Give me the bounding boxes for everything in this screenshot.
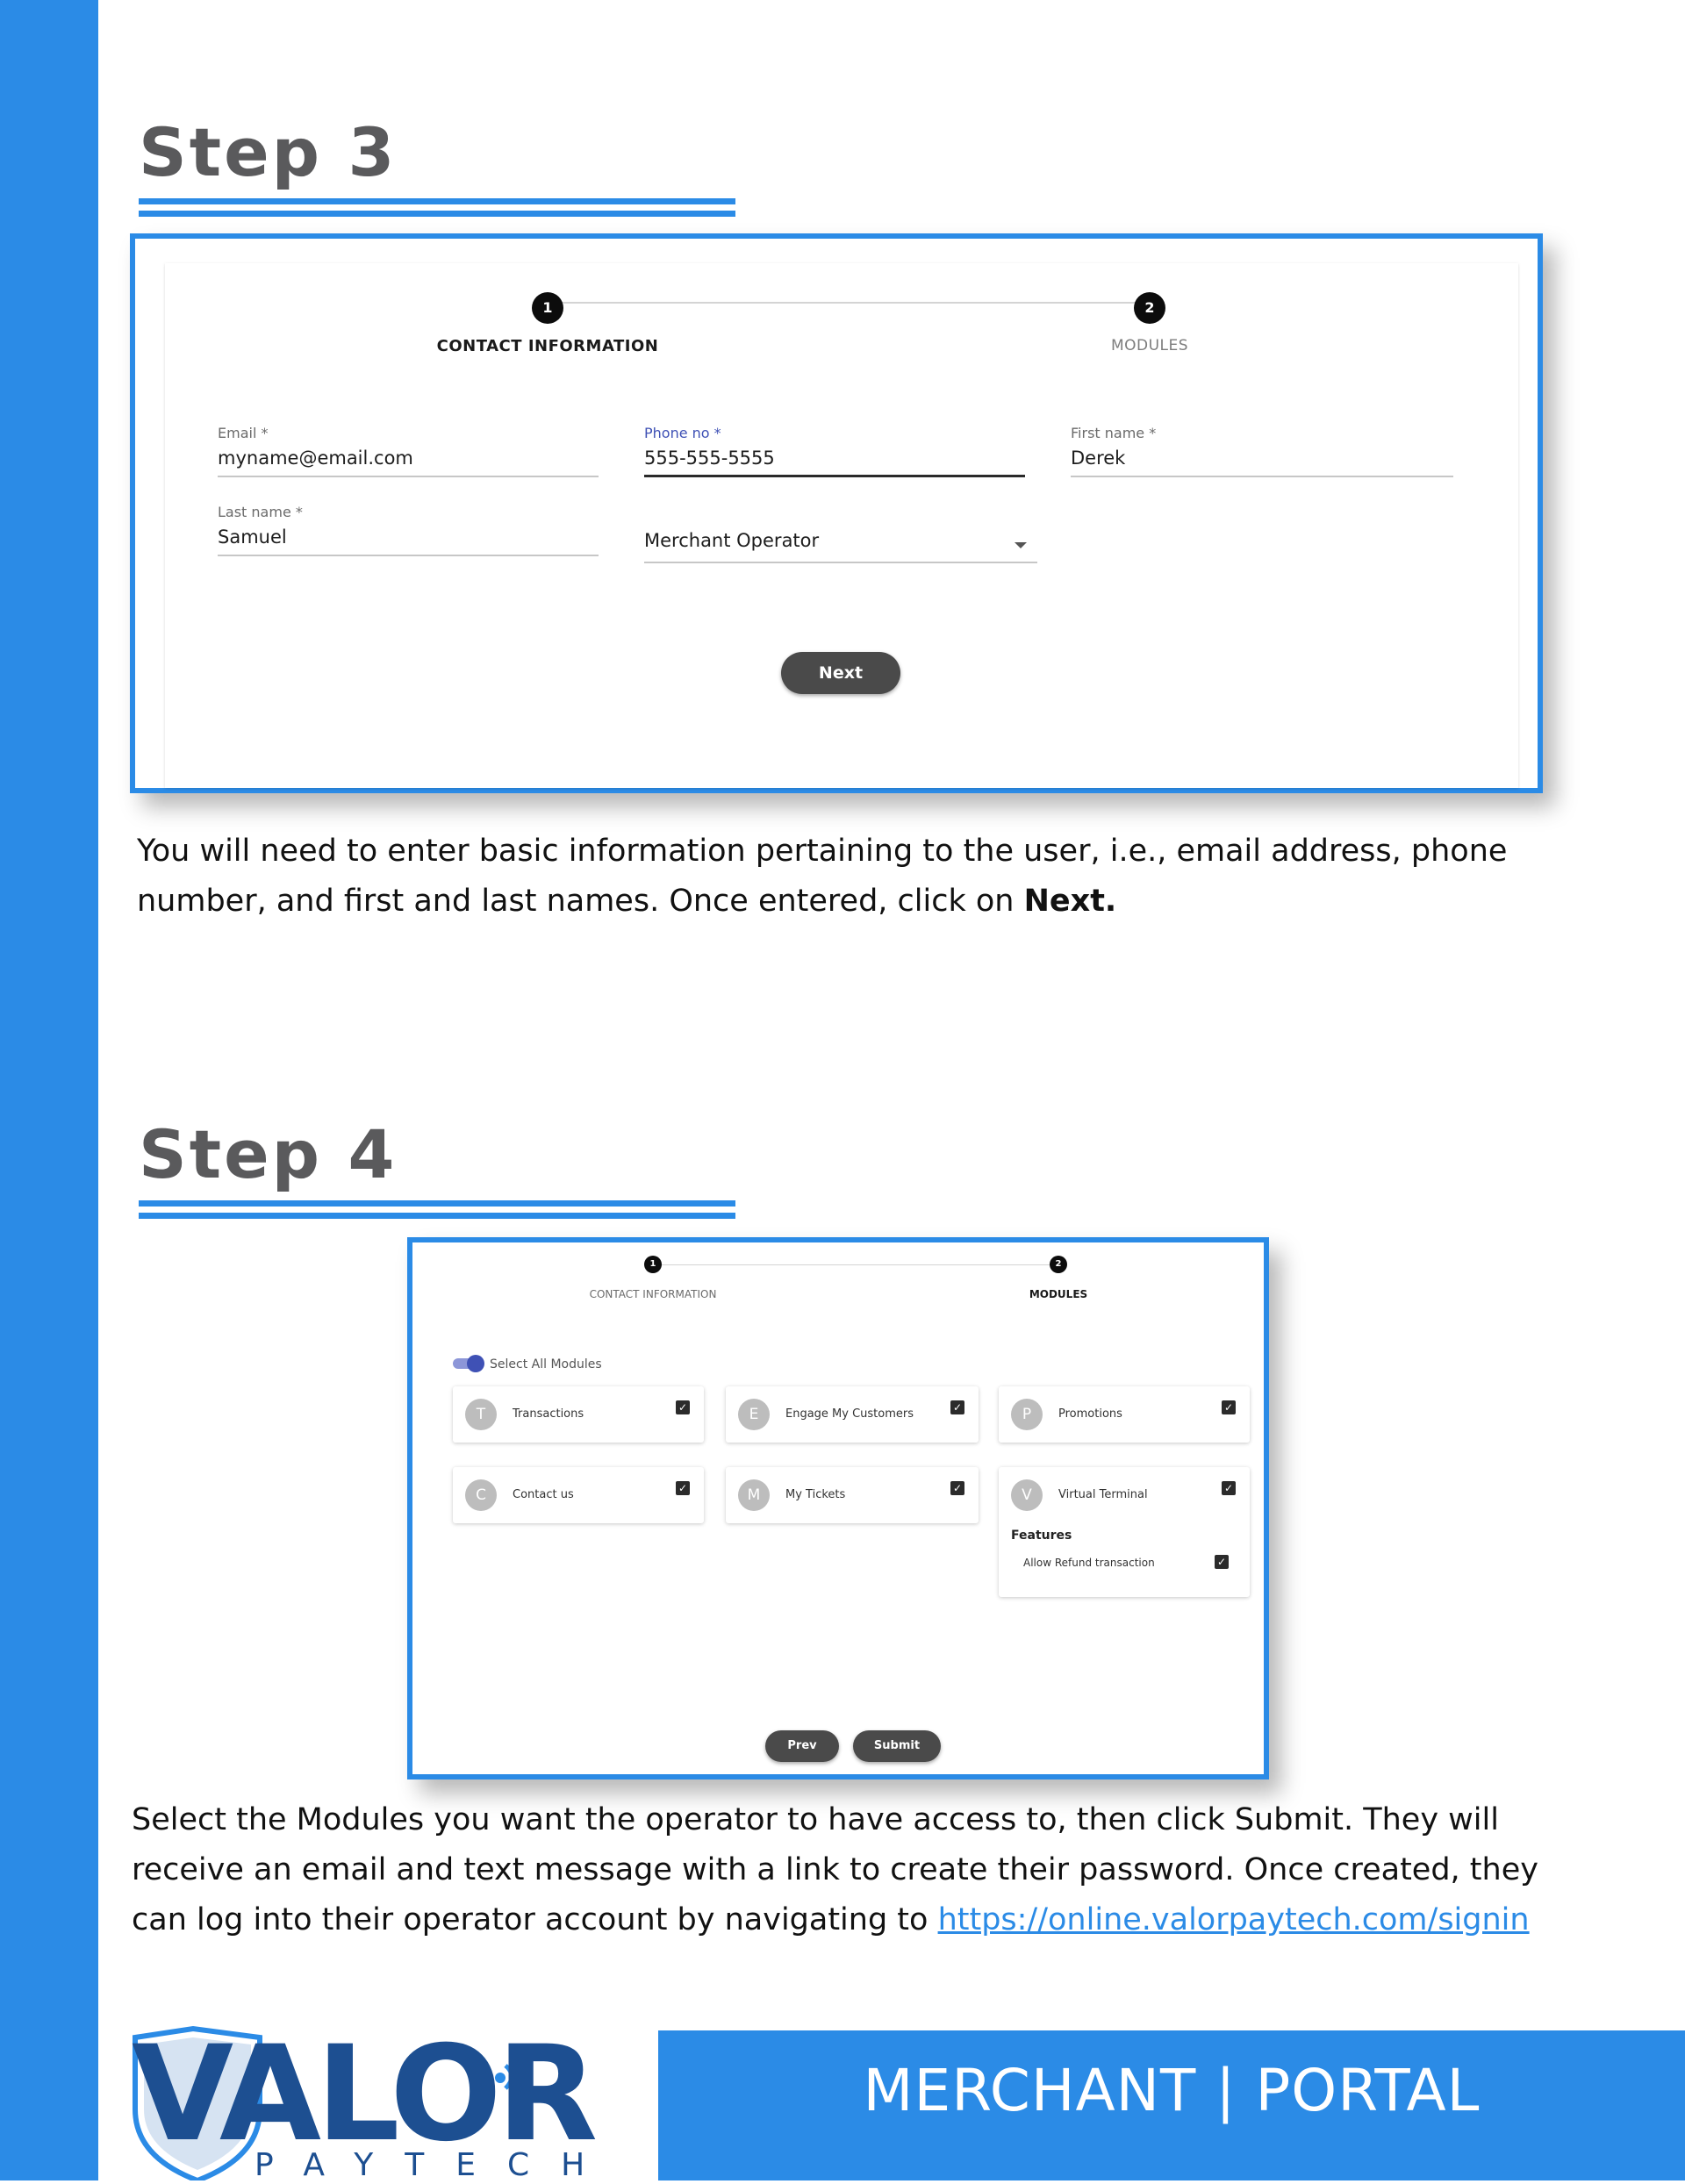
module-card-engage[interactable]: E Engage My Customers ✓ [726,1386,979,1443]
email-underline [218,476,599,477]
module-label-tickets: My Tickets [785,1488,846,1501]
signin-link[interactable]: https://online.valorpaytech.com/signin [937,1902,1530,1937]
module-checkbox-tickets[interactable]: ✓ [950,1481,964,1495]
feature-refund-checkbox[interactable]: ✓ [1215,1555,1229,1569]
step4-rule-bottom [139,1213,735,1219]
first-name-field[interactable]: Derek [1071,448,1126,469]
step3-description-text: You will need to enter basic information… [137,834,1508,919]
module-checkbox-transactions[interactable]: ✓ [676,1400,690,1414]
module-avatar-t: T [465,1399,497,1430]
email-label: Email * [218,425,269,441]
stepper-step-2-small-number: 2 [1055,1259,1062,1269]
last-name-underline [218,555,599,556]
stepper-step-1-small-number: 1 [649,1259,656,1269]
select-all-label: Select All Modules [490,1357,602,1371]
stepper-step-2[interactable]: 2 [1134,292,1165,324]
stepper-step-2-small[interactable]: 2 [1050,1256,1067,1273]
module-checkbox-engage[interactable]: ✓ [950,1400,964,1414]
left-accent-bar [0,0,98,2180]
merchant-portal-banner: MERCHANT | PORTAL [658,2030,1685,2180]
module-card-promotions[interactable]: P Promotions ✓ [999,1386,1250,1443]
email-field[interactable]: myname@email.com [218,448,413,469]
module-checkbox-contact[interactable]: ✓ [676,1481,690,1495]
step3-description-next: Next. [1023,884,1117,919]
first-name-label: First name * [1071,425,1157,441]
phone-field[interactable]: 555-555-5555 [644,448,775,469]
module-avatar-e: E [738,1399,770,1430]
stepper-step-1-small[interactable]: 1 [644,1256,662,1273]
step4-description: Select the Modules you want the operator… [132,1795,1571,1945]
role-underline [644,562,1037,563]
module-avatar-p: P [1011,1399,1043,1430]
module-avatar-c: C [465,1479,497,1511]
module-card-transactions[interactable]: T Transactions ✓ [453,1386,704,1443]
step3-form-card: 1 2 CONTACT INFORMATION MODULES Email * … [165,263,1518,788]
module-label-engage: Engage My Customers [785,1407,914,1421]
module-label-virtual-terminal: Virtual Terminal [1058,1488,1148,1501]
stepper-connector-small [653,1264,1058,1265]
step3-screenshot: 1 2 CONTACT INFORMATION MODULES Email * … [130,233,1543,793]
module-avatar-m: M [738,1479,770,1511]
stepper-label-modules[interactable]: MODULES [1110,337,1189,354]
submit-button[interactable]: Submit [853,1730,941,1762]
module-checkbox-virtual-terminal[interactable]: ✓ [1222,1481,1236,1495]
stepper-label-contact[interactable]: CONTACT INFORMATION [436,337,659,355]
stepper-label-contact-small[interactable]: CONTACT INFORMATION [589,1288,717,1300]
step3-description: You will need to enter basic information… [137,827,1559,927]
module-avatar-v: V [1011,1479,1043,1511]
feature-refund-label: Allow Refund transaction [1023,1557,1155,1569]
step4-description-text: Select the Modules you want the operator… [132,1802,1538,1937]
step4-heading: Step 4 [139,1115,398,1193]
step4-rule-top [139,1200,735,1207]
last-name-label: Last name * [218,504,303,520]
valor-paytech-logo: VALOR PAYTECH [132,2018,658,2184]
step3-rule-bottom [139,211,735,217]
phone-label: Phone no * [644,425,721,441]
module-card-contact[interactable]: C Contact us ✓ [453,1467,704,1523]
module-label-transactions: Transactions [513,1407,584,1421]
module-card-tickets[interactable]: M My Tickets ✓ [726,1467,979,1523]
stepper-step-1-number: 1 [542,299,553,316]
stepper-step-2-number: 2 [1144,299,1155,316]
first-name-underline [1071,476,1453,477]
module-label-promotions: Promotions [1058,1407,1122,1421]
last-name-field[interactable]: Samuel [218,526,287,548]
module-checkbox-promotions[interactable]: ✓ [1222,1400,1236,1414]
module-label-contact: Contact us [513,1488,574,1501]
features-heading: Features [1011,1529,1072,1543]
merchant-portal-text: MERCHANT | PORTAL [863,2057,1481,2124]
stepper-label-modules-small[interactable]: MODULES [1029,1288,1088,1300]
prev-button[interactable]: Prev [765,1730,839,1762]
step3-rule-top [139,198,735,204]
step3-heading: Step 3 [139,113,398,191]
next-button[interactable]: Next [781,652,900,694]
module-card-virtual-terminal[interactable]: V Virtual Terminal ✓ Features Allow Refu… [999,1467,1250,1597]
logo-wordmark: VALOR [132,2018,598,2171]
stepper-step-1[interactable]: 1 [532,292,563,324]
phone-underline [644,475,1025,477]
dropdown-arrow-icon[interactable] [1015,542,1027,548]
select-all-toggle[interactable] [453,1355,484,1372]
stepper-connector [548,302,1150,304]
step4-screenshot: 1 2 CONTACT INFORMATION MODULES Select A… [407,1237,1269,1779]
logo-subtitle: PAYTECH [255,2147,617,2183]
toggle-knob [467,1355,484,1372]
role-select[interactable]: Merchant Operator [644,530,820,551]
